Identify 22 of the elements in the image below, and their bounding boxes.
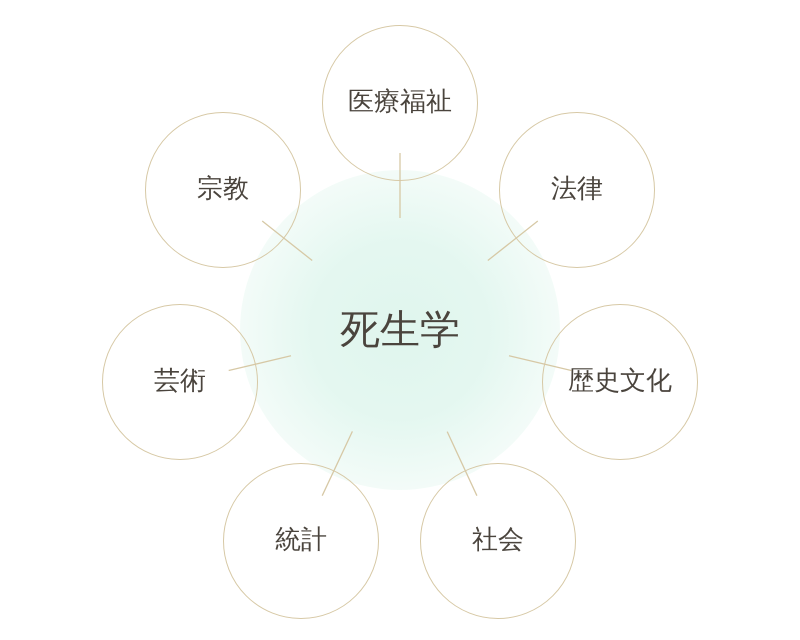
connector-line: [262, 220, 313, 262]
topic-label: 歴史文化: [568, 366, 672, 398]
connector-line: [399, 153, 401, 218]
topic-circle: [145, 112, 301, 268]
topic-label: 医療福祉: [348, 87, 452, 119]
connector-line: [322, 431, 353, 496]
connector-line: [487, 220, 538, 262]
topic-label: 統計: [275, 525, 327, 557]
topic-label: 宗教: [197, 174, 249, 206]
topic-circle: [420, 463, 576, 619]
connector-line: [228, 355, 292, 372]
topic-label: 芸術: [154, 366, 206, 398]
topic-circle: [499, 112, 655, 268]
connector-line: [446, 431, 478, 496]
topic-label: 法律: [551, 174, 603, 206]
topic-circle: [322, 25, 478, 181]
topic-circle: [223, 463, 379, 619]
topic-circle: [542, 304, 698, 460]
center-title: 死生学: [340, 306, 460, 354]
connector-line: [508, 355, 572, 372]
topic-label: 社会: [472, 525, 524, 557]
topic-circle: [102, 304, 258, 460]
